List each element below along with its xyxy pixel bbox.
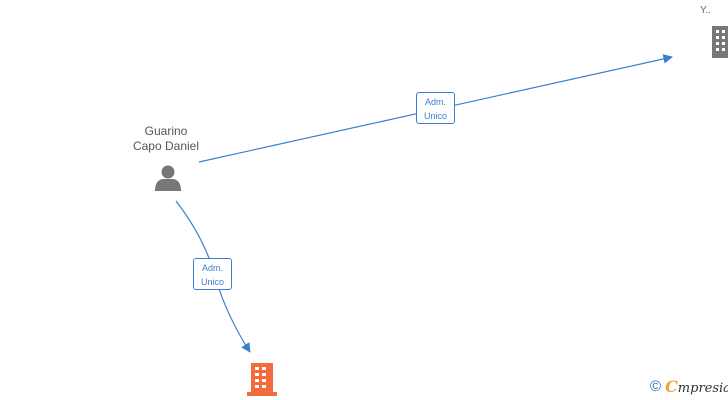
building-icon[interactable] [712,26,728,58]
copyright-icon: © [650,378,662,395]
edge-label-person-to-company-bottom[interactable]: Adm. Unico [193,258,232,290]
edge-label-line1: Adm. [424,97,446,107]
edge-label-person-to-company-top[interactable]: Adm. Unico [416,92,455,124]
brand-logo-rest: mpresia [677,381,728,396]
empresia-watermark: © Cmpresia [650,377,728,396]
company-top-right-label[interactable]: Y.. [700,5,711,16]
person-name-line1: Guarino [144,124,188,138]
person-icon[interactable] [155,165,181,192]
edge-label-line1: Adm. [201,263,223,273]
edge-label-line2: Unico [200,277,224,287]
person-node-label[interactable]: Guarino Capo Daniel [118,124,214,154]
edge-label-line2: Unico [423,111,447,121]
brand-logo: Cmpresia [665,377,728,396]
building-icon[interactable] [247,363,277,396]
person-name-line2: Capo Daniel [132,139,200,153]
brand-logo-initial: C [665,377,678,396]
